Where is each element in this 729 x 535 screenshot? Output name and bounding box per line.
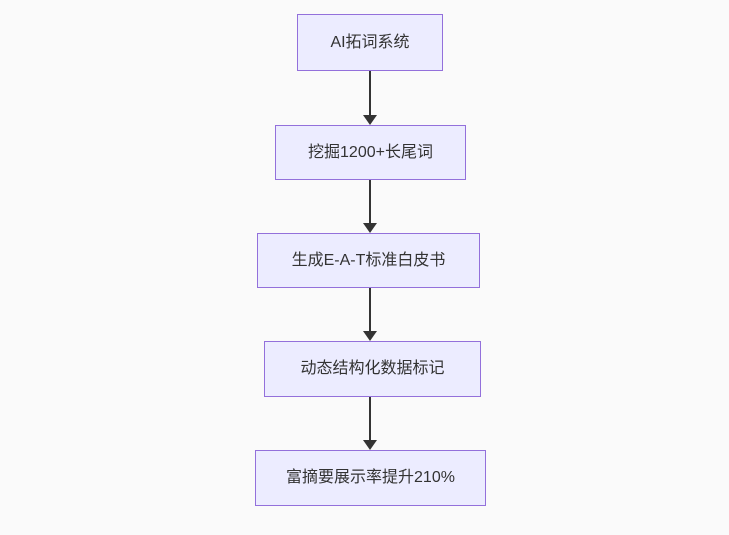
- flowchart-node-ai-word-system: AI拓词系统: [297, 14, 443, 71]
- node-label: 挖掘1200+长尾词: [308, 143, 433, 161]
- edge-line: [369, 71, 371, 117]
- node-label: 动态结构化数据标记: [300, 360, 445, 378]
- flowchart-edge-1: [363, 71, 377, 125]
- flowchart-node-rich-snippet-result: 富摘要展示率提升210%: [255, 450, 486, 506]
- node-label: AI拓词系统: [330, 33, 410, 51]
- edge-line: [369, 288, 371, 333]
- flowchart-node-structured-data-markup: 动态结构化数据标记: [264, 341, 481, 397]
- node-label: 富摘要展示率提升210%: [286, 469, 455, 487]
- edge-line: [369, 397, 371, 442]
- flowchart-edge-3: [363, 288, 377, 341]
- flowchart-edge-2: [363, 180, 377, 233]
- flowchart-node-eat-whitepaper: 生成E-A-T标准白皮书: [257, 233, 480, 288]
- arrow-down-icon: [363, 440, 377, 450]
- arrow-down-icon: [363, 115, 377, 125]
- edge-line: [369, 180, 371, 225]
- flowchart-node-longtail-mining: 挖掘1200+长尾词: [275, 125, 466, 180]
- flowchart-edge-4: [363, 397, 377, 450]
- arrow-down-icon: [363, 331, 377, 341]
- arrow-down-icon: [363, 223, 377, 233]
- node-label: 生成E-A-T标准白皮书: [291, 251, 446, 269]
